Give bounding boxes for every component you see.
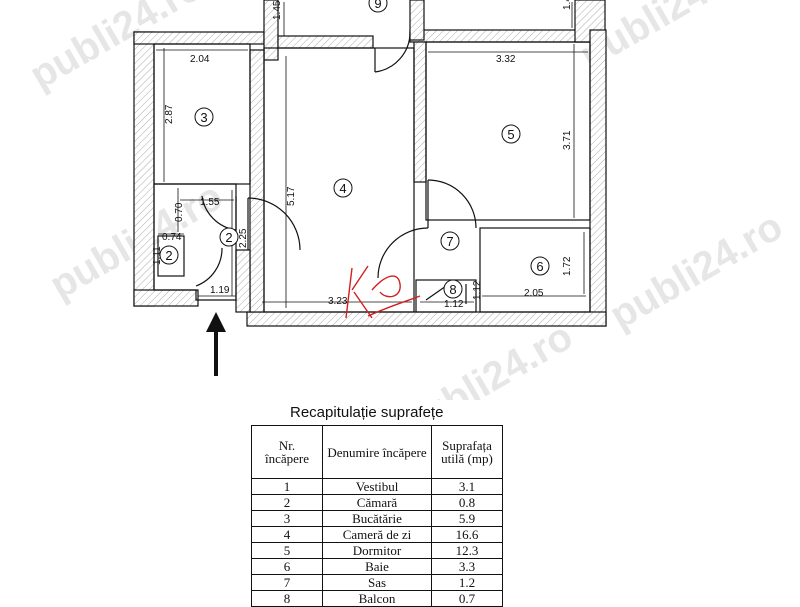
room-number: 5 — [507, 127, 514, 142]
dimension-label: 1.4 — [562, 0, 573, 10]
table-row: 2 Cămară 0.8 — [251, 494, 503, 511]
dimension-label: 2.04 — [190, 54, 210, 65]
cell-area: 3.1 — [431, 478, 503, 495]
room-markers — [159, 0, 550, 299]
dimension-lines — [156, 2, 588, 308]
cell-room-name: Dormitor — [322, 542, 432, 559]
cell-room-number: 2 — [251, 494, 323, 511]
table-row: 4 Cameră de zi 16.6 — [251, 526, 503, 543]
cell-room-name: Cămară — [322, 494, 432, 511]
dimension-label: 3.23 — [328, 296, 348, 307]
dimension-label: 2.87 — [164, 104, 175, 124]
table-row: 5 Dormitor 12.3 — [251, 542, 503, 559]
signature-mark — [345, 265, 421, 319]
dimension-label: 3.32 — [496, 54, 516, 65]
dimension-label: 1.12 — [472, 280, 483, 300]
room-number: 2 — [225, 230, 232, 245]
floor-plan: publi24.ro publi24.ro publi24.ro publi24… — [23, 0, 791, 400]
dimension-label: 1.19 — [210, 285, 230, 296]
cell-room-name: Balcon — [322, 590, 432, 607]
cell-room-number: 1 — [251, 478, 323, 495]
cell-room-name: Vestibul — [322, 478, 432, 495]
cell-area: 0.7 — [431, 590, 503, 607]
cell-room-number: 6 — [251, 558, 323, 575]
dimension-label: 1.11 — [152, 246, 163, 265]
table-row: 8 Balcon 0.7 — [251, 590, 503, 607]
table-row: 6 Baie 3.3 — [251, 558, 503, 575]
table-header-row: Nr. încăpere Denumire încăpere Suprafața… — [251, 425, 503, 479]
room-number: 7 — [446, 234, 453, 249]
header-room-name: Denumire încăpere — [322, 425, 432, 479]
watermark: publi24.ro — [603, 204, 791, 338]
dimension-label: 1.12 — [444, 299, 464, 310]
cell-room-number: 3 — [251, 510, 323, 527]
cell-room-number: 5 — [251, 542, 323, 559]
cell-room-name: Cameră de zi — [322, 526, 432, 543]
cell-area: 0.8 — [431, 494, 503, 511]
dimension-label: 3.71 — [562, 130, 573, 150]
table-row: 1 Vestibul 3.1 — [251, 478, 503, 495]
header-area: Suprafața utilă (mp) — [431, 425, 503, 479]
dimension-label: 1.72 — [562, 256, 573, 276]
cell-room-number: 4 — [251, 526, 323, 543]
table-title: Recapitulație suprafețe — [290, 404, 444, 421]
cell-area: 12.3 — [431, 542, 503, 559]
dimension-label: 2.25 — [238, 228, 249, 248]
cell-room-number: 8 — [251, 590, 323, 607]
dimension-label: 1.55 — [200, 197, 220, 208]
room-outlines — [153, 31, 591, 313]
dimension-labels: 1.45 1.4 2.04 3.32 2.87 3.71 5.17 1.55 0… — [152, 0, 573, 310]
room-number: 2 — [165, 248, 172, 263]
cell-room-name: Bucătărie — [322, 510, 432, 527]
room-number: 9 — [374, 0, 381, 11]
dimension-label: 1.45 — [272, 0, 283, 20]
watermark: publi24.ro — [23, 0, 211, 98]
table-row: 7 Sas 1.2 — [251, 574, 503, 591]
dimension-label: 0.70 — [174, 202, 185, 222]
cell-room-number: 7 — [251, 574, 323, 591]
room-number: 4 — [339, 181, 346, 196]
cell-area: 1.2 — [431, 574, 503, 591]
header-room-number: Nr. încăpere — [251, 425, 323, 479]
area-summary-table: Nr. încăpere Denumire încăpere Suprafața… — [251, 425, 503, 607]
dimension-label: 5.17 — [286, 186, 297, 206]
room-number: 6 — [536, 259, 543, 274]
cell-area: 16.6 — [431, 526, 503, 543]
room-number: 3 — [200, 110, 207, 125]
cell-room-name: Sas — [322, 574, 432, 591]
table-row: 3 Bucătărie 5.9 — [251, 510, 503, 527]
dimension-label: 0.74 — [162, 232, 182, 243]
entry-arrow-icon — [206, 312, 226, 376]
room-number: 8 — [449, 282, 456, 297]
cell-area: 3.3 — [431, 558, 503, 575]
watermark: publi24.ro — [393, 314, 581, 400]
walls — [133, 0, 607, 327]
cell-area: 5.9 — [431, 510, 503, 527]
cell-room-name: Baie — [322, 558, 432, 575]
dimension-label: 2.05 — [524, 288, 544, 299]
room-numbers: 9 3 4 5 2 2 7 8 6 — [165, 0, 543, 297]
